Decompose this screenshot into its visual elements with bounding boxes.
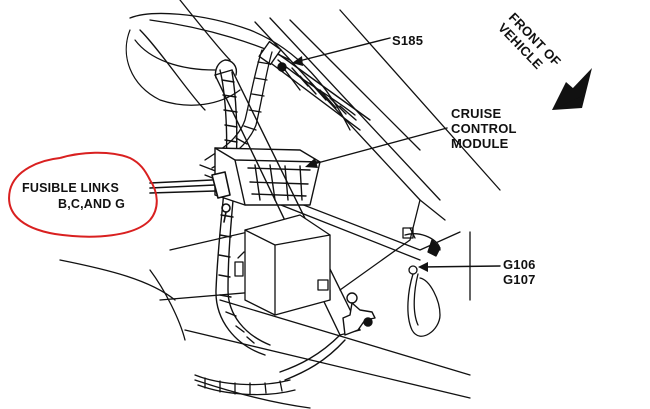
leader-ground [419,265,501,268]
cruise-control-module [214,147,321,206]
leader-lines [294,37,501,268]
label-s185: S185 [392,33,423,48]
front-direction-arrow [552,68,592,110]
label-g107: G107 [503,272,536,287]
leader-cruise [309,127,448,166]
lower-components [234,214,331,316]
s185-harness [258,40,371,131]
wheelwell-arcs [125,29,241,106]
main-harness [214,59,271,356]
ground-lug-center [279,292,376,381]
label-cruise-line2: CONTROL [451,121,517,136]
front-of-vehicle-label: FRONT OF VEHICLE [495,10,564,72]
label-fusible-line2: B,C,AND G [58,197,125,211]
leader-s185 [294,37,391,63]
leader-arrowheads [292,56,428,272]
label-fusible-line1: FUSIBLE LINKS [22,181,119,195]
label-g106: G106 [503,257,536,272]
label-cruise-line3: MODULE [451,136,509,151]
highlight-circle [8,151,158,238]
label-cruise-line1: CRUISE [451,106,501,121]
bottom-harness [194,374,296,396]
fusible-link-wires [149,171,231,223]
ground-wire-right [402,227,441,337]
